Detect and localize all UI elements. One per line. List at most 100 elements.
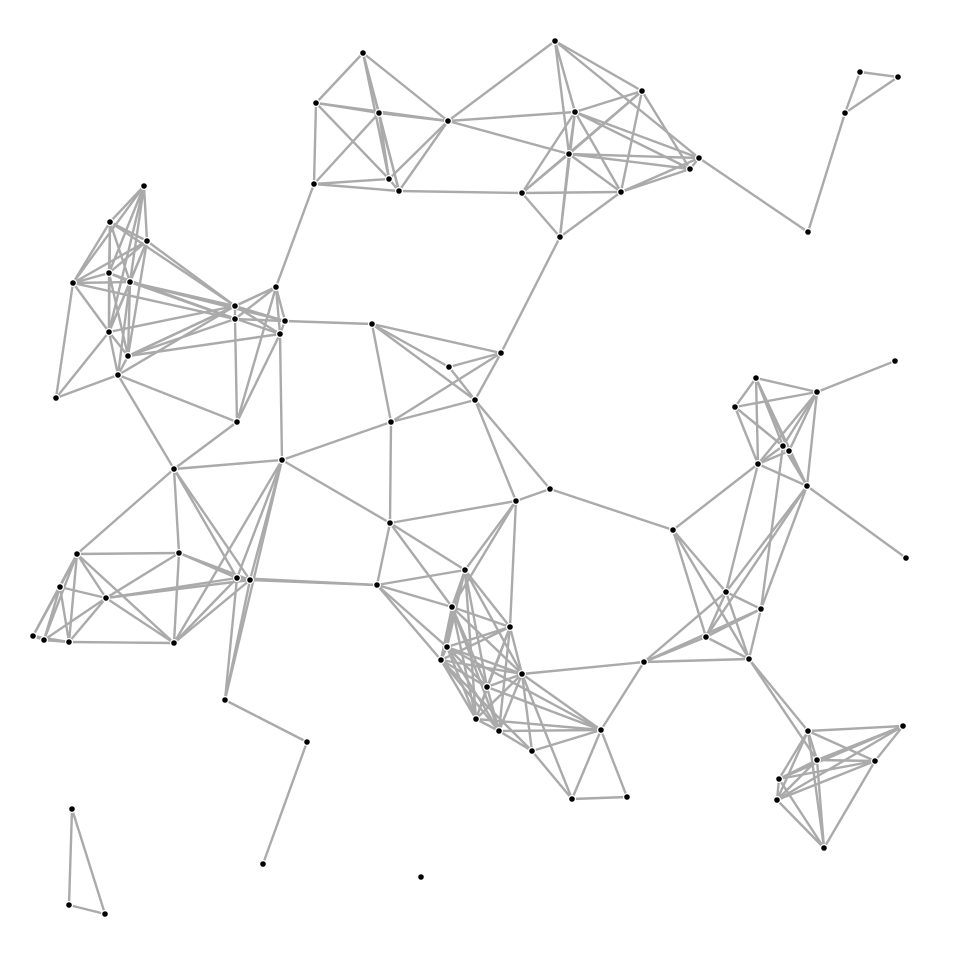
edge-d4-d7 [71,281,111,334]
edge-d1-d3 [142,184,149,243]
edge-b1-b2 [553,39,577,114]
node-l5 [774,774,783,783]
node-j2 [721,587,730,596]
edge-f1-g5 [172,467,239,580]
edge-layer [31,39,908,916]
node-m2 [64,900,73,909]
node-g10 [170,638,179,647]
node-k2 [730,403,739,412]
edge-i14-j2 [642,590,728,664]
edge-i7-i8 [474,685,489,721]
node-k8 [890,357,899,366]
edge-i5-i7 [439,658,489,689]
node-e10 [387,418,396,427]
edge-j4-k7 [704,484,809,639]
edge-d4-d6 [71,280,132,285]
node-a4 [310,180,319,189]
edge-g4-g8 [42,596,108,642]
edge-i4-i9 [445,645,501,733]
edge-g1-g4 [75,552,108,600]
edge-a4-a6 [312,182,401,193]
edge-b4-b7 [567,152,701,160]
edge-i11-i13 [599,728,629,799]
node-layer [29,36,910,918]
edge-f3-f4 [388,499,518,525]
edge-e1-e11 [235,285,278,424]
edge-g11-g5 [223,576,239,702]
edge-e1-e3 [233,285,278,321]
edge-e6-e8 [370,322,451,369]
edge-b2-b9 [558,110,577,239]
edge-l2-l4 [873,724,905,763]
edge-g3-g9 [58,585,71,644]
edge-k2-k3 [733,390,819,409]
edge-l6-l7 [775,798,826,850]
edge-e2-e4 [233,304,287,323]
node-j3 [756,604,765,613]
edge-i10-i6 [520,672,534,753]
edge-i12-i6 [520,672,574,801]
edge-l4-l5 [777,759,877,781]
edge-i12-i13 [570,795,629,801]
node-e5 [276,330,285,339]
edge-c2-c3 [843,75,900,115]
edge-b10-b7 [697,156,810,234]
edge-b1-b4 [553,39,571,156]
edge-i2-i6 [450,605,524,676]
node-f1 [170,465,179,474]
edge-l2-l5 [777,724,905,781]
edge-i2-i5 [439,605,454,662]
node-l6 [772,795,781,804]
edge-g1-g9 [67,552,79,644]
edge-j3-j4 [704,607,763,639]
edge-b2-b6 [573,110,623,194]
node-e11 [233,418,242,427]
edge-g3-g7 [31,585,62,638]
node-l7 [819,843,828,852]
edge-g4-g6 [104,578,252,600]
node-e6 [368,320,377,329]
edge-j1-j5 [671,528,751,661]
edge-i10-i5 [439,658,534,753]
edge-e9-f5 [473,398,552,491]
edge-m1-m2 [67,807,74,907]
edge-b6-b7 [619,156,701,194]
edge-i14-j5 [642,657,751,664]
edge-i11-i8 [474,717,603,732]
edge-b1-b7 [553,39,701,160]
edge-l2-l6 [775,724,905,802]
node-g9 [64,637,73,646]
edge-a7-b1 [446,39,557,123]
node-i8 [472,714,481,723]
edge-d8-e5 [126,332,282,358]
edge-f6-i5 [375,583,443,662]
edge-k7-k9 [805,484,908,560]
edge-i11-i12 [570,728,603,801]
node-k6 [753,460,762,469]
node-k1 [751,374,760,383]
edge-b2-b5 [520,110,577,195]
edge-f3-i1 [388,521,467,572]
edge-f4-f5 [514,487,552,503]
node-g7 [29,631,38,640]
edge-b6-b9 [558,190,623,239]
edge-e10-e9 [389,398,477,424]
edge-g11-g6 [223,578,252,702]
edge-k3-k5 [787,390,819,453]
edge-l4-l7 [822,759,877,850]
node-b8 [685,165,694,174]
edge-d6-d7 [107,280,132,334]
node-l2 [898,721,907,730]
edge-k1-k3 [754,376,819,394]
edge-k1-k2 [733,376,758,409]
edge-j2-k7 [724,484,809,594]
node-e4 [281,317,290,326]
node-i7 [483,682,492,691]
edge-f6-i4 [375,583,449,649]
edge-i10-i12 [530,749,574,801]
node-n1 [417,872,426,881]
edge-e5-f2 [278,332,284,462]
edge-a7-b2 [446,110,577,123]
edge-j1-j2 [671,528,728,594]
node-b7 [694,154,703,163]
